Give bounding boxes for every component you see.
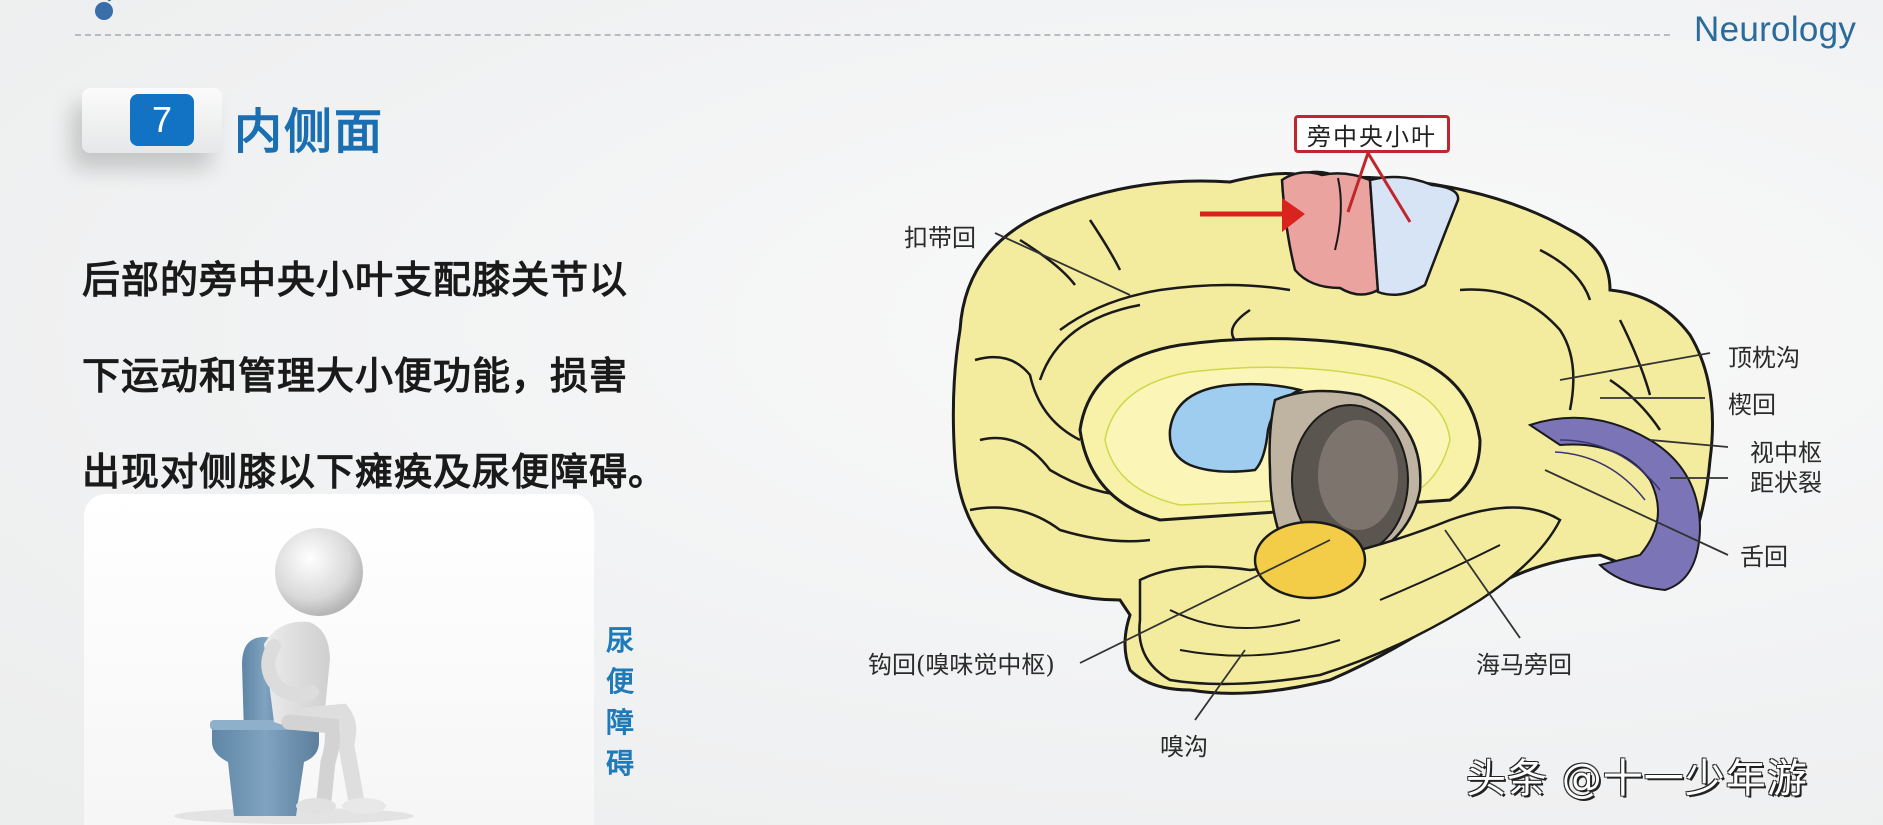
label-cuneus: 楔回: [1728, 391, 1776, 419]
label-cingulate-gyrus: 扣带回: [904, 224, 976, 252]
toilet-figure-icon: [174, 528, 414, 824]
label-olfactory-sulcus: 嗅沟: [1160, 733, 1208, 761]
brand-label: Neurology: [1694, 10, 1857, 49]
label-calcarine-fissure: 距状裂: [1750, 469, 1822, 497]
body-line: 出现对侧膝以下瘫痪及尿便障碍。: [82, 450, 668, 494]
section-title: 内侧面: [234, 104, 385, 160]
label-visual-center: 视中枢: [1750, 439, 1822, 467]
illustration-card: [84, 494, 594, 825]
pin-icon: [95, 2, 113, 20]
urination-disorder-caption: 尿 便 障 碍: [600, 620, 640, 784]
label-uncus: 钩回(嗅味觉中枢): [868, 651, 1055, 679]
section-number-badge: 7: [130, 94, 194, 146]
header-divider: [75, 34, 1670, 36]
watermark: 头条 @十一少年游: [1466, 756, 1808, 802]
body-paragraph: 后部的旁中央小叶支配膝关节以 下运动和管理大小便功能，损害 出现对侧膝以下瘫痪及…: [82, 232, 682, 520]
caption-char: 尿: [605, 624, 634, 657]
label-parahippocampal-gyrus: 海马旁回: [1476, 651, 1572, 679]
caption-char: 便: [605, 665, 634, 698]
body-line: 后部的旁中央小叶支配膝关节以: [82, 258, 629, 302]
body-line: 下运动和管理大小便功能，损害: [82, 354, 629, 398]
paracentral-lobule-label: 旁中央小叶: [1294, 115, 1450, 153]
label-parieto-occipital-sulcus: 顶枕沟: [1728, 344, 1800, 372]
caption-char: 障: [605, 706, 634, 739]
caption-char: 碍: [605, 747, 634, 780]
label-lingual-gyrus: 舌回: [1740, 543, 1788, 571]
